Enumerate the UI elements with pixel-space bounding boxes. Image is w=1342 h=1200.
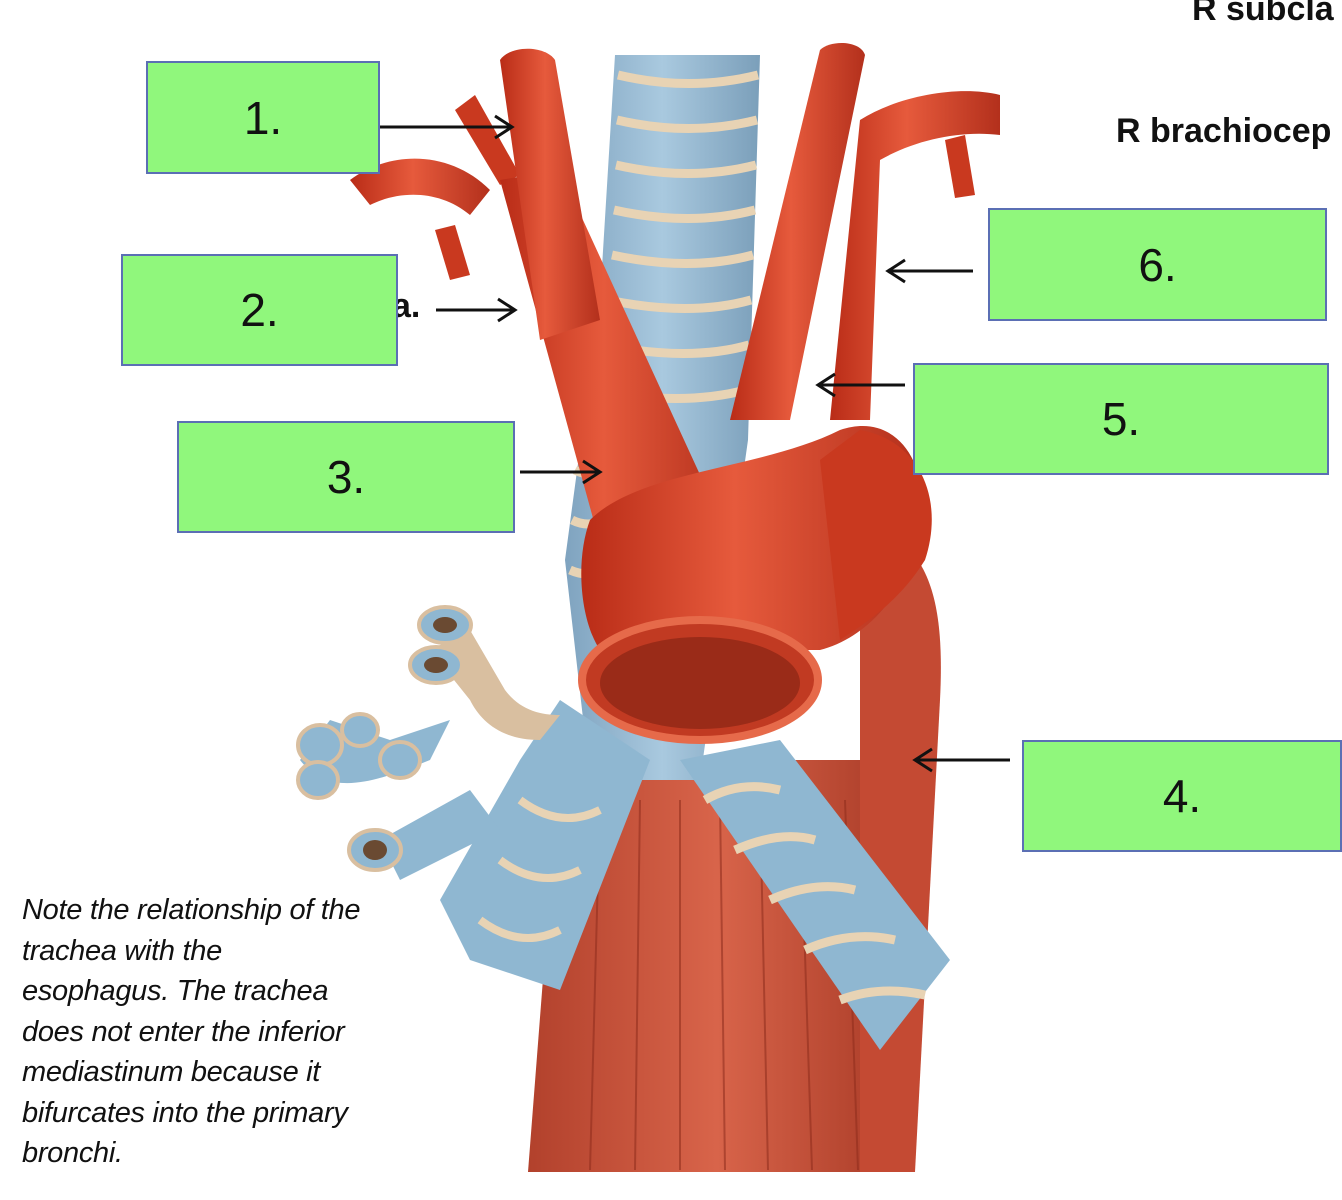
- note-line: esophagus. The trachea: [22, 975, 329, 1007]
- bronchi-right: [680, 740, 950, 1050]
- arrow-label-2: [436, 297, 518, 323]
- aortic-arch-vessels: [350, 43, 1000, 744]
- label-box-1[interactable]: 1.: [146, 61, 380, 174]
- arrow-label-6: [885, 258, 973, 284]
- pointer-arrows: [380, 114, 1010, 773]
- arrow-label-1: [380, 114, 515, 140]
- note-line: mediastinum because it: [22, 1056, 321, 1088]
- label-box-4[interactable]: 4.: [1022, 740, 1342, 852]
- note-line: bifurcates into the primary: [22, 1096, 348, 1129]
- partial-label-top-right: R subcla: [1192, 0, 1334, 28]
- label-box-5[interactable]: 5.: [913, 363, 1329, 475]
- arrow-label-3: [520, 459, 603, 485]
- note-line: does not enter the inferior: [22, 1015, 345, 1048]
- label-box-3[interactable]: 3.: [177, 421, 515, 533]
- arrow-label-4: [912, 747, 1010, 773]
- arrow-label-5: [815, 372, 905, 398]
- note-line: trachea with the: [22, 934, 222, 967]
- label-box-2[interactable]: 2.: [121, 254, 398, 366]
- bronchi-left: [296, 605, 650, 990]
- partial-label-right: R brachiocep: [1116, 112, 1332, 150]
- relationship-note: Note the relationship of the trachea wit…: [22, 890, 442, 1174]
- note-line: Note the relationship of the: [22, 894, 361, 926]
- note-line: bronchi.: [22, 1137, 123, 1169]
- label-box-6[interactable]: 6.: [988, 208, 1327, 321]
